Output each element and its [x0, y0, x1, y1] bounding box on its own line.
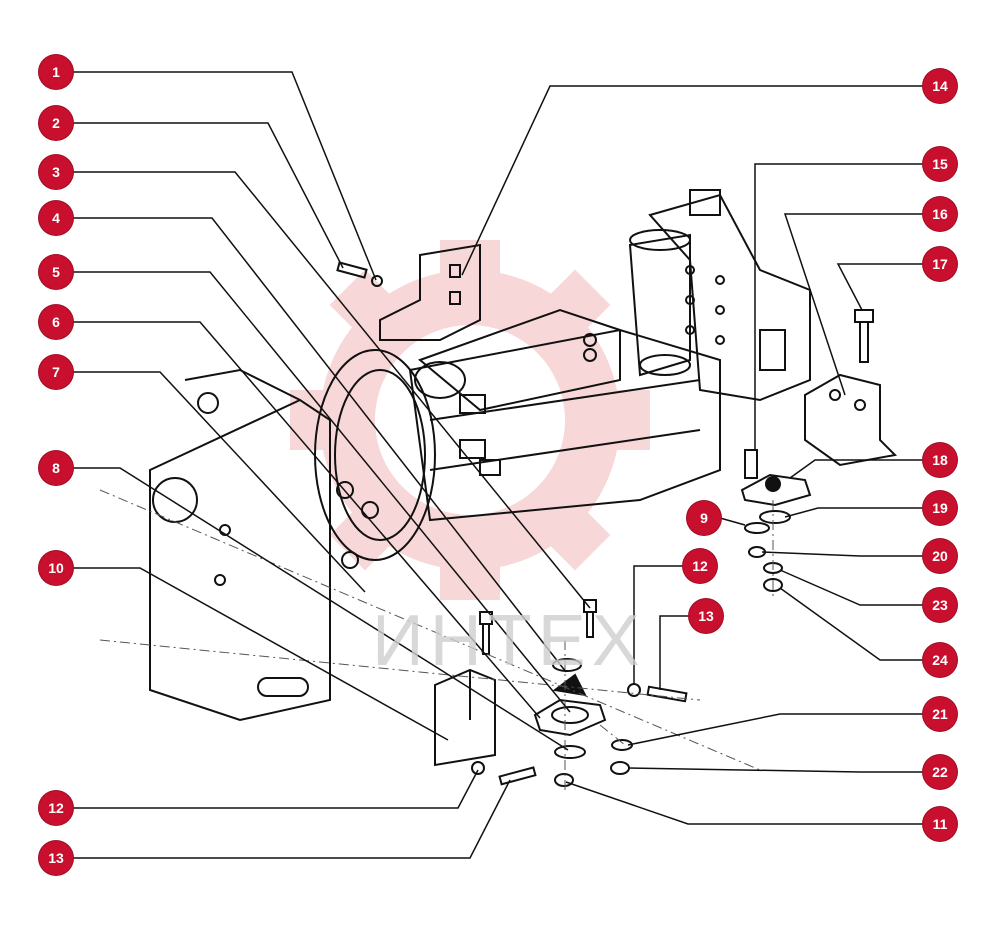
watermark-text: ИНТЕХ	[372, 601, 646, 681]
callout-8[interactable]: 8	[39, 451, 73, 485]
front-mount-bracket	[379, 243, 481, 341]
callout-1[interactable]: 1	[39, 55, 73, 89]
callout-11[interactable]: 11	[923, 807, 957, 841]
cylinder-head	[648, 189, 811, 402]
callout-13-left[interactable]: 13	[39, 841, 73, 875]
callout-24[interactable]: 24	[923, 643, 957, 677]
callout-2[interactable]: 2	[39, 106, 73, 140]
left-mount-bracket	[434, 668, 496, 767]
callout-22[interactable]: 22	[923, 755, 957, 789]
oil-filter	[628, 229, 691, 377]
callout-5[interactable]: 5	[39, 255, 73, 289]
callout-19[interactable]: 19	[923, 491, 957, 525]
callout-13-right[interactable]: 13	[689, 599, 723, 633]
callout-18[interactable]: 18	[923, 443, 957, 477]
gearbox-housing	[149, 368, 331, 722]
callout-7[interactable]: 7	[39, 355, 73, 389]
rear-mount-bracket	[804, 373, 898, 467]
leader-lines	[72, 71, 924, 859]
rubber-mount-right	[740, 449, 812, 507]
callout-6[interactable]: 6	[39, 305, 73, 339]
callout-12-right[interactable]: 12	[683, 549, 717, 583]
callout-17[interactable]: 17	[923, 247, 957, 281]
callout-10[interactable]: 10	[39, 551, 73, 585]
starter-motor	[414, 308, 621, 412]
fasteners	[336, 261, 874, 787]
callout-15[interactable]: 15	[923, 147, 957, 181]
callout-12-left[interactable]: 12	[39, 791, 73, 825]
callout-4[interactable]: 4	[39, 201, 73, 235]
callout-14[interactable]: 14	[923, 69, 957, 103]
callout-23[interactable]: 23	[923, 588, 957, 622]
centerlines	[99, 489, 774, 790]
callout-16[interactable]: 16	[923, 197, 957, 231]
callout-20[interactable]: 20	[923, 539, 957, 573]
callout-21[interactable]: 21	[923, 697, 957, 731]
callout-9[interactable]: 9	[687, 501, 721, 535]
callout-3[interactable]: 3	[39, 155, 73, 189]
